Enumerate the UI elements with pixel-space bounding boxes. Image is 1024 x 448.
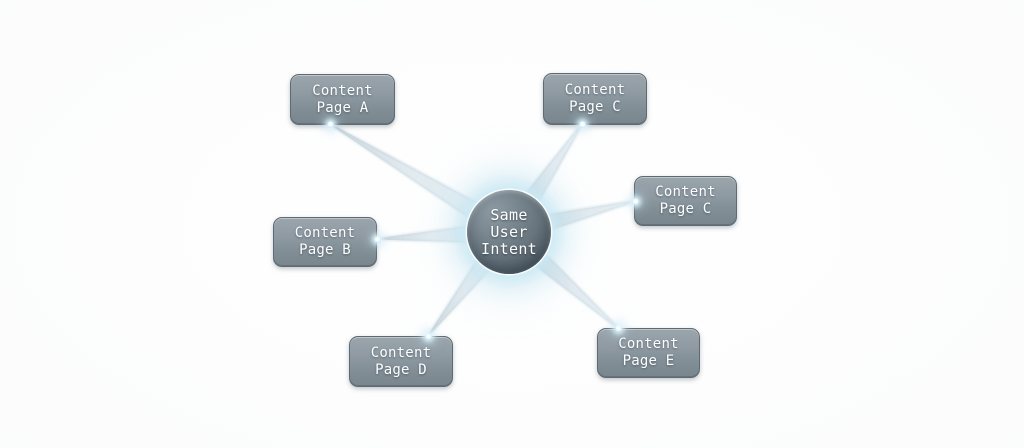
connector-edge-outline xyxy=(535,199,635,217)
connector-edge-outline xyxy=(329,124,479,225)
content-page-node-label-line: Page A xyxy=(316,99,369,116)
connector-edge-outline xyxy=(532,124,583,213)
connector-anchor-dot xyxy=(326,120,334,128)
content-page-node-label-line: Content xyxy=(655,184,716,200)
connector-edge-outline xyxy=(427,249,484,336)
connector-anchor-dot xyxy=(424,332,432,340)
content-page-node-label-line: Content xyxy=(312,82,373,99)
hub-label-line: Same xyxy=(490,205,528,224)
hub-label-line: User xyxy=(490,222,528,241)
connector-anchor-dot xyxy=(373,235,381,243)
content-page-node-label-line: Content xyxy=(618,336,679,352)
connector-edge xyxy=(376,224,480,243)
connector-edge-outline xyxy=(525,258,618,329)
content-page-node-label-line: Content xyxy=(370,344,432,361)
hub-label-line: Intent xyxy=(481,239,537,258)
content-page-node-label-line: Page D xyxy=(375,361,427,378)
connector-edge-outline xyxy=(377,239,480,244)
connector-anchor-dot xyxy=(578,120,586,128)
content-page-node-label-line: Page E xyxy=(622,353,675,369)
connector-edge-outline xyxy=(540,201,636,234)
connector-edge-outline xyxy=(428,260,498,337)
connector-edge-outline xyxy=(517,123,582,203)
connector-edge-outline xyxy=(537,244,619,328)
content-page-node-label-line: Page C xyxy=(659,201,712,217)
connector-anchor-dot xyxy=(631,197,639,205)
content-page-node-label-line: Content xyxy=(294,225,356,241)
connector-edge-outline xyxy=(376,224,479,239)
connector-edge xyxy=(329,123,488,225)
content-page-node-label-line: Page C xyxy=(569,99,621,115)
content-page-node-label-line: Content xyxy=(564,82,626,98)
content-page-node-label-line: Page B xyxy=(299,242,351,258)
connector-anchor-dot xyxy=(614,324,622,332)
connector-edge-outline xyxy=(330,123,489,210)
